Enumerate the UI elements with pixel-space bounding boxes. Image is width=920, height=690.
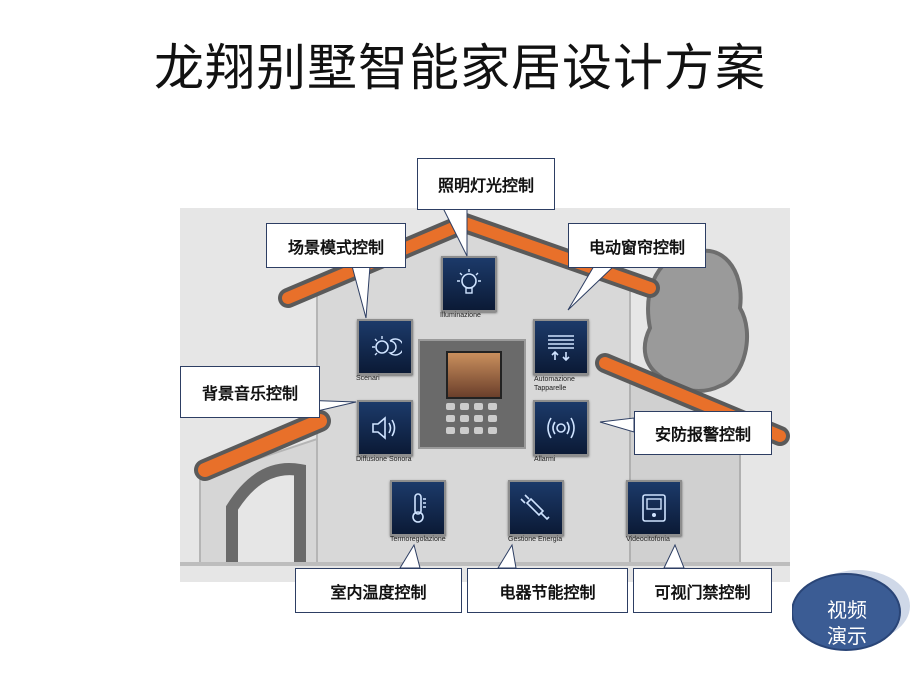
alarm-icon: [547, 417, 575, 439]
callout-energy: 电器节能控制: [467, 568, 628, 613]
video-button-shape: [792, 570, 910, 651]
tile-termoregolazione[interactable]: [390, 480, 446, 536]
callout-lighting: 照明灯光控制: [417, 158, 555, 210]
tile-diffusione-sonora[interactable]: [357, 400, 413, 456]
video-button-line2: 演示: [827, 624, 867, 648]
thermometer-icon: [412, 493, 426, 523]
tile-label-termoregolazione: Termoregolazione: [390, 536, 446, 543]
plug-icon: [520, 494, 550, 521]
keypad: [446, 403, 500, 437]
intercom-panel: [418, 339, 526, 449]
video-demo-button[interactable]: 视频 演示: [792, 566, 912, 654]
tile-label-energia: Gestione Energia: [508, 536, 563, 543]
tile-allarmi[interactable]: [533, 400, 589, 456]
tile-scenari[interactable]: [357, 319, 413, 375]
callout-curtain: 电动窗帘控制: [568, 223, 706, 268]
scene-icon: [372, 336, 402, 356]
tile-gestione-energia[interactable]: [508, 480, 564, 536]
callout-music: 背景音乐控制: [180, 366, 320, 418]
tile-label-scenari: Scenari: [356, 375, 380, 382]
callout-security: 安防报警控制: [634, 411, 772, 455]
slide-title: 龙翔别墅智能家居设计方案: [154, 39, 766, 97]
video-button-line1: 视频: [827, 598, 867, 622]
speaker-icon: [372, 416, 396, 440]
tile-label-illuminazione: Illuminazione: [440, 312, 481, 319]
shutter-icon: [548, 335, 574, 362]
video-intercom-icon: [642, 494, 666, 522]
tile-label-automazione: Automazione Tapparelle: [534, 376, 575, 392]
callout-intercom: 可视门禁控制: [633, 568, 772, 613]
callout-temperature: 室内温度控制: [295, 568, 462, 613]
tile-label-videocitofonia: Videocitofonia: [626, 536, 670, 543]
tile-automazione-tapparelle[interactable]: [533, 319, 589, 375]
tile-label-diffusione: Diffusione Sonora: [356, 456, 412, 463]
callout-scene: 场景模式控制: [266, 223, 406, 268]
tile-label-allarmi: Allarmi: [534, 456, 556, 463]
tile-videocitofonia[interactable]: [626, 480, 682, 536]
intercom-screen: [446, 351, 502, 399]
tile-illuminazione[interactable]: [441, 256, 497, 312]
light-bulb-icon: [457, 269, 481, 294]
